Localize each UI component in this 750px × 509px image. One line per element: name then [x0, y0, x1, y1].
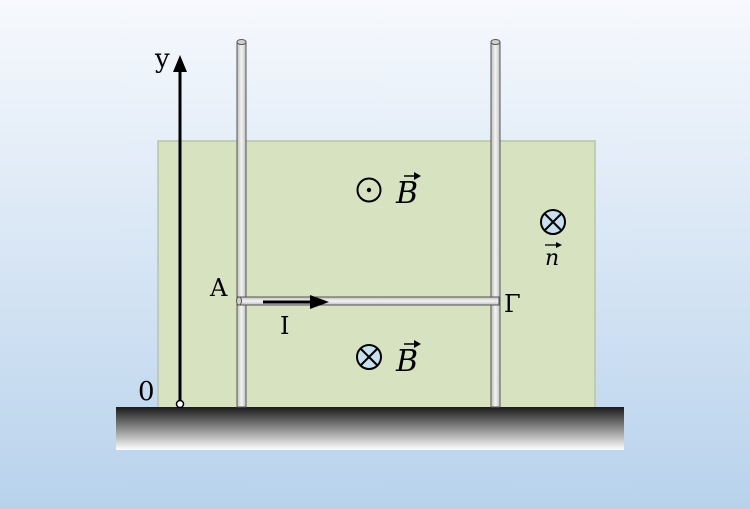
upper-field-vector: B — [395, 172, 421, 211]
y-axis-label: y — [154, 44, 170, 74]
upper-field-label: B — [395, 176, 418, 211]
lower-field-vector: B — [395, 340, 421, 379]
cross-into-page-icon — [356, 344, 382, 370]
left-rail — [236, 39, 247, 408]
point-a-label: A — [209, 274, 228, 302]
current-label: I — [280, 312, 289, 340]
dot-out-of-page-icon — [356, 177, 382, 203]
point-gamma-label: Γ — [504, 290, 521, 318]
conductor-bar — [236, 296, 500, 306]
origin-point — [175, 399, 185, 409]
y-axis — [173, 55, 187, 409]
ground — [116, 407, 624, 450]
normal-cross-icon — [540, 209, 566, 235]
right-rail — [490, 39, 501, 408]
current-arrow — [263, 295, 329, 309]
normal-vector: n — [545, 242, 562, 271]
normal-label: n — [545, 246, 559, 271]
origin-label: 0 — [138, 377, 155, 407]
lower-field-label: B — [395, 344, 418, 379]
